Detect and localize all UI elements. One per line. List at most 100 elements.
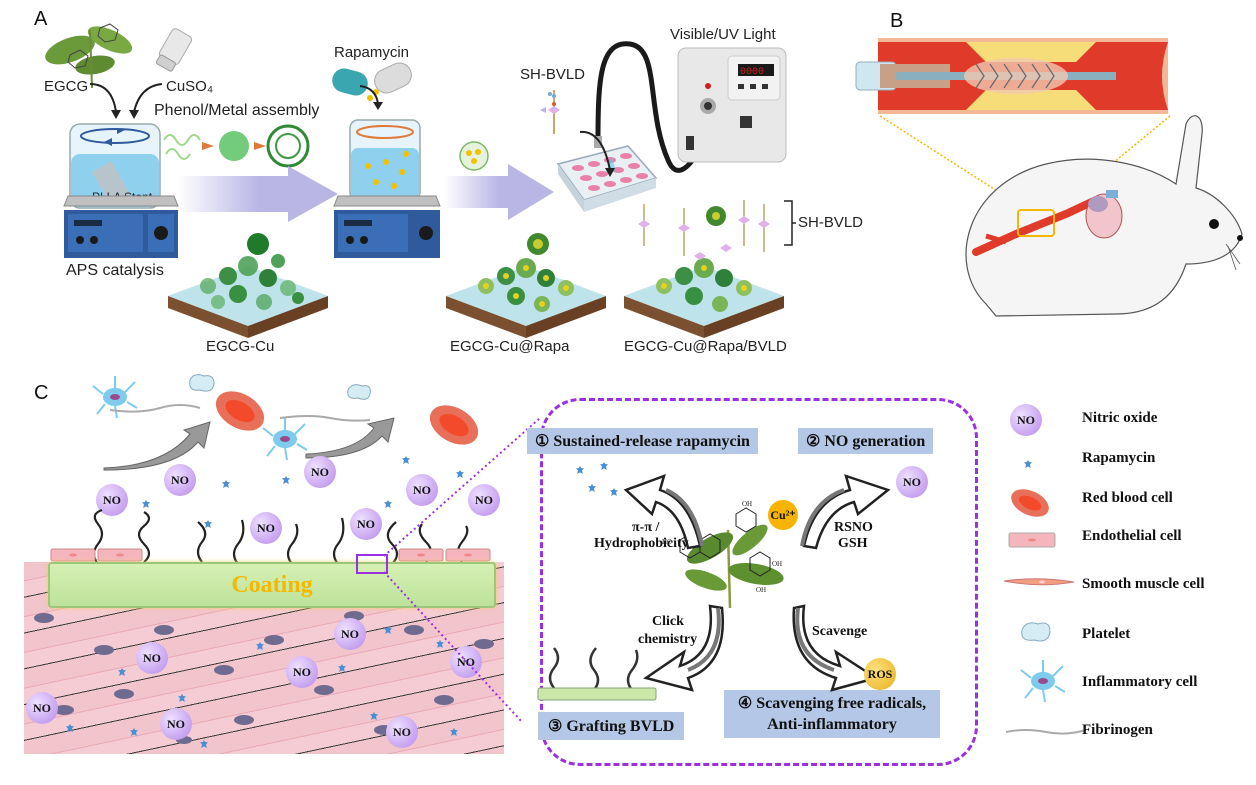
magnetic-stirrer-1 bbox=[63, 195, 179, 258]
visible-uv-light-label: Visible/UV Light bbox=[670, 26, 776, 43]
cuso4-label: CuSO₄ bbox=[166, 78, 213, 95]
beaker-1 bbox=[69, 123, 161, 209]
svg-text:OH: OH bbox=[756, 586, 766, 594]
process-arrow-2 bbox=[444, 164, 554, 220]
aps-catalysis-label: APS catalysis bbox=[66, 262, 164, 279]
sh-bvld-molecule-icon bbox=[540, 90, 560, 134]
no-molecule: NO bbox=[96, 484, 128, 516]
no-molecule: NO bbox=[26, 692, 58, 724]
process-arrow-1 bbox=[178, 166, 338, 222]
mechanism-panel bbox=[540, 398, 978, 766]
display-readout: 0000 bbox=[740, 67, 764, 78]
gsh-label: GSH bbox=[838, 536, 868, 551]
rapamycin-molecule bbox=[204, 520, 212, 528]
light-cable bbox=[579, 41, 707, 177]
no-molecule: NO bbox=[250, 512, 282, 544]
mechanism-1-title: ① Sustained-release rapamycin bbox=[527, 428, 758, 454]
egcg-cu-label: EGCG-Cu bbox=[206, 338, 275, 355]
rapamycin-molecule bbox=[384, 626, 392, 634]
zoom-guide-dotted-lines bbox=[383, 417, 541, 723]
svg-text:OH: OH bbox=[742, 500, 752, 508]
fibrinogen-1 bbox=[109, 404, 201, 413]
nitric-oxide-icon: NO bbox=[1010, 404, 1042, 436]
platelet-icon bbox=[1021, 622, 1051, 642]
tea-leaf-icon bbox=[45, 23, 133, 89]
endothelial-cell-icon bbox=[1008, 532, 1056, 548]
rapamycin-molecule bbox=[142, 500, 150, 508]
rapamycin-molecule bbox=[436, 640, 444, 648]
input-arrows bbox=[89, 83, 163, 119]
rapamycin-label: Rapamycin bbox=[334, 44, 410, 61]
egcg-cu-rapa-bvld-label: EGCG-Cu@Rapa/BVLD bbox=[624, 338, 787, 355]
mechanism-2-title: ② NO generation bbox=[798, 428, 934, 454]
egcg-cu-rapa-coating-tile bbox=[446, 233, 606, 338]
arrow-to-ros bbox=[792, 604, 880, 692]
beaker-2 bbox=[349, 119, 421, 201]
arrow-to-grafting bbox=[643, 604, 724, 692]
hydrophobicity-label: Hydrophobicity bbox=[594, 536, 689, 551]
svg-text:OH: OH bbox=[772, 560, 782, 568]
legend-label-platelet: Platelet bbox=[1082, 626, 1131, 642]
rapamycin-molecule bbox=[588, 484, 596, 492]
flow-arrow-2 bbox=[305, 417, 395, 459]
rapamycin-molecule bbox=[384, 500, 392, 508]
sh-bvld-top-label: SH-BVLD bbox=[520, 66, 586, 83]
egcg-label: EGCG bbox=[44, 78, 89, 95]
rapamycin-molecule bbox=[130, 728, 138, 736]
bracket-icon bbox=[784, 200, 796, 246]
egcg-plant-structure: HO OH OH OH bbox=[662, 500, 784, 609]
light-source-device: 0000 bbox=[677, 47, 787, 163]
nanoparticle-icon bbox=[459, 141, 489, 171]
no-molecule: NO bbox=[350, 508, 382, 540]
mechanism-3-title: ③ Grafting BVLD bbox=[538, 712, 685, 740]
ros-badge: ROS bbox=[864, 658, 896, 690]
mechanism-4-title: ④ Scavenging free radicals, Anti-inflamm… bbox=[724, 690, 940, 738]
rapamycin-molecule bbox=[222, 480, 230, 488]
endothelial-cells-right bbox=[398, 548, 491, 562]
rapamycin-molecule bbox=[610, 488, 618, 496]
coating-layer: Coating bbox=[48, 562, 496, 608]
stented-artery-illustration bbox=[855, 38, 1168, 114]
well-plate-icon bbox=[556, 145, 658, 212]
click-label: Click bbox=[652, 614, 684, 629]
mechanism-4-line-2: Anti-inflammatory bbox=[767, 716, 897, 733]
sh-bvld-side-label: SH-BVLD bbox=[798, 214, 864, 231]
rapamycin-molecule bbox=[200, 740, 208, 748]
rabbit-illustration bbox=[965, 115, 1243, 317]
scavenge-label: Scavenge bbox=[812, 624, 868, 639]
no-molecule: NO bbox=[468, 484, 500, 516]
rapamycin-molecule bbox=[338, 664, 346, 672]
no-molecule: NO bbox=[406, 474, 438, 506]
rapamycin-capsule-icon bbox=[332, 62, 412, 110]
coating-label: Coating bbox=[231, 571, 313, 598]
rapamycin-molecule bbox=[282, 476, 290, 484]
cuso4-bottle-icon bbox=[155, 28, 193, 72]
no-molecule: NO bbox=[136, 642, 168, 674]
phenol-metal-label: Phenol/Metal assembly bbox=[154, 102, 320, 119]
egcg-cu-rapa-bvld-coating-tile bbox=[624, 200, 784, 338]
no-molecule: NO bbox=[896, 466, 928, 498]
pi-pi-label: π-π / bbox=[632, 520, 660, 535]
endothelial-cells-left bbox=[50, 548, 143, 562]
rapamycin-molecule bbox=[456, 470, 464, 478]
no-molecule: NO bbox=[334, 618, 366, 650]
legend-label-endothelial-cell: Endothelial cell bbox=[1082, 528, 1182, 544]
rapamycin-molecule bbox=[402, 456, 410, 464]
arrow-to-no bbox=[800, 474, 891, 550]
red-blood-cell-icon bbox=[1011, 489, 1049, 517]
no-molecule: NO bbox=[386, 716, 418, 748]
phenol-metal-assembly-icon bbox=[163, 124, 310, 168]
red-blood-cell-2 bbox=[429, 405, 479, 445]
legend-label-smooth-muscle-cell: Smooth muscle cell bbox=[1082, 576, 1205, 592]
no-molecule: NO bbox=[304, 456, 336, 488]
egcg-cu-coating-tile bbox=[168, 233, 328, 338]
zoom-region-marker bbox=[356, 554, 388, 574]
egcg-cu-rapa-label: EGCG-Cu@Rapa bbox=[450, 338, 570, 355]
rapamycin-molecule bbox=[370, 712, 378, 720]
legend-label-fibrinogen: Fibrinogen bbox=[1082, 722, 1153, 738]
rapamycin-molecule bbox=[256, 642, 264, 650]
fibrinogen-icon bbox=[1005, 729, 1087, 735]
cu-ion-label: Cu²⁺ bbox=[770, 507, 796, 522]
rapamycin-molecule bbox=[576, 466, 584, 474]
platelet-1 bbox=[189, 374, 215, 392]
